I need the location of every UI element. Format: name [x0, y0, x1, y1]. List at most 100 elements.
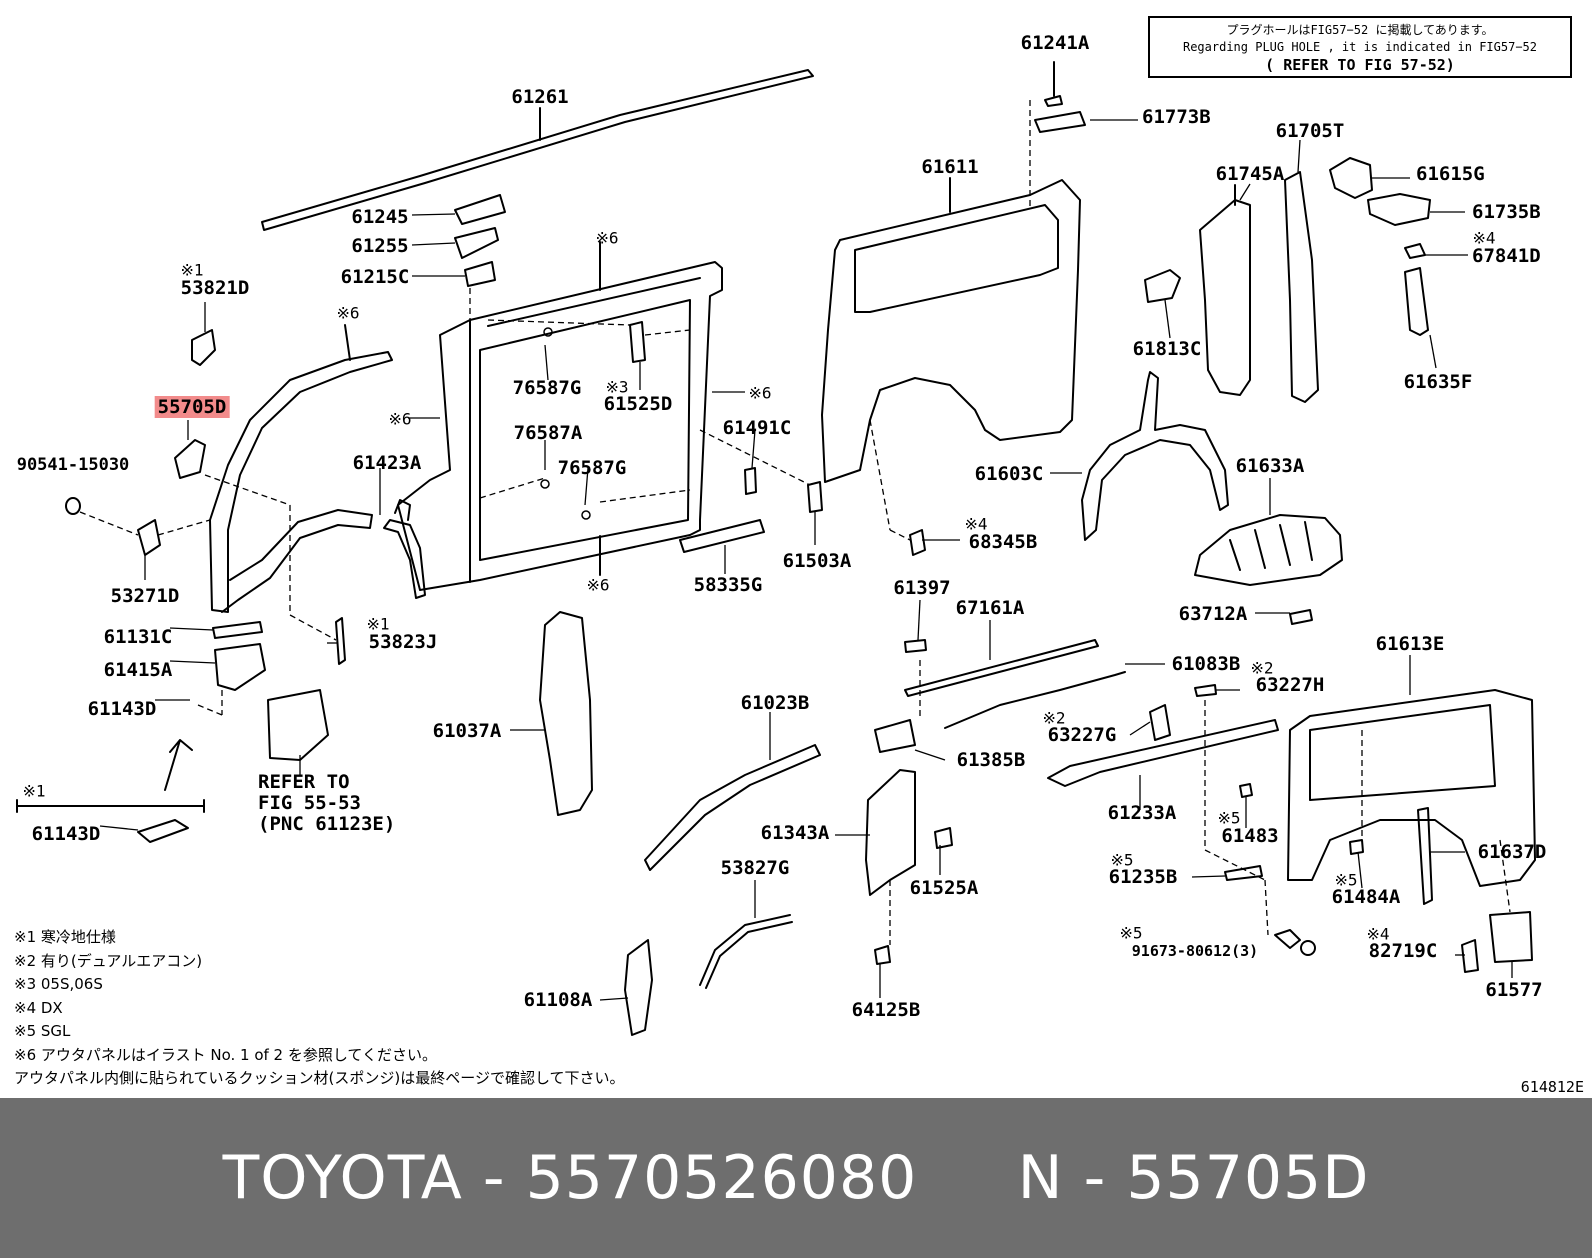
mark-1-53821d: ※1: [180, 260, 204, 280]
roof-rail-shape: [261, 69, 814, 231]
bracket-61235b-shape: [1224, 865, 1263, 881]
part-label-61491c[interactable]: 61491C: [722, 417, 792, 439]
legend-line-6: ※6 アウタパネルはイラスト No. 1 of 2 を参照してください。: [14, 1045, 437, 1064]
part-label-61397[interactable]: 61397: [893, 577, 951, 599]
center-pillar-shape: [539, 611, 593, 816]
part-label-61215c[interactable]: 61215C: [340, 266, 410, 288]
part-label-76587g-2[interactable]: 76587G: [557, 457, 627, 479]
part-label-61525a[interactable]: 61525A: [909, 877, 979, 899]
part-label-61037a[interactable]: 61037A: [432, 720, 502, 742]
cover-61577-shape: [1489, 911, 1533, 963]
part-label-61633a[interactable]: 61633A: [1235, 455, 1305, 477]
part-label-53271d[interactable]: 53271D: [110, 585, 180, 607]
part-label-61255[interactable]: 61255: [351, 235, 409, 257]
part-label-61233a[interactable]: 61233A: [1107, 802, 1177, 824]
inner-wheelhouse-shape: [1081, 371, 1229, 541]
bracket-61385b-shape: [874, 719, 916, 753]
bracket-61484a-shape: [1349, 839, 1364, 855]
part-label-61603c[interactable]: 61603C: [974, 463, 1044, 485]
part-label-61615g[interactable]: 61615G: [1416, 163, 1485, 185]
legend-line-7: アウタパネル内側に貼られているクッション材(スポンジ)は最終ページで確認して下さ…: [14, 1069, 625, 1087]
screw-91673-shape: [1274, 929, 1301, 949]
part-label-61415a[interactable]: 61415A: [103, 659, 173, 681]
part-label-63227h[interactable]: 63227H: [1255, 674, 1325, 696]
part-label-67161a[interactable]: 67161A: [955, 597, 1025, 619]
part-label-61235b[interactable]: 61235B: [1108, 866, 1178, 888]
part-label-53821d[interactable]: 53821D: [180, 277, 250, 299]
legend-line-4: ※4 DX: [14, 998, 63, 1017]
molding-53827g-edge-shape: [705, 921, 793, 989]
part-label-61735b[interactable]: 61735B: [1472, 201, 1541, 223]
mark-2-63227g: ※2: [1042, 708, 1066, 728]
part-label-67841d[interactable]: 67841D: [1472, 245, 1541, 267]
part-label-61343a[interactable]: 61343A: [760, 822, 830, 844]
bracket-61525d-shape: [629, 321, 646, 363]
legend-line-3: ※3 05S,06S: [14, 975, 103, 993]
part-label-61108a[interactable]: 61108A: [523, 989, 593, 1011]
part-label-61637d[interactable]: 61637D: [1477, 841, 1547, 863]
rear-inner-panel-shape: [1287, 689, 1536, 887]
mark-6-front-pillar: ※6: [336, 303, 360, 323]
front-lower-bracket-shape: [624, 939, 653, 1036]
mark-5-61484a: ※5: [1334, 870, 1358, 890]
direction-arrow-shape: [164, 739, 193, 791]
mark-1-61143d: ※1: [22, 781, 46, 801]
part-label-76587a[interactable]: 76587A: [513, 422, 583, 444]
part-label-91673-80612[interactable]: 91673-80612(3): [1131, 942, 1259, 960]
part-label-61611[interactable]: 61611: [921, 156, 979, 178]
part-label-63227g[interactable]: 63227G: [1047, 724, 1117, 746]
bracket-61503a-shape: [807, 481, 823, 513]
part-label-82719c[interactable]: 82719C: [1368, 940, 1438, 962]
part-label-76587g-1[interactable]: 76587G: [512, 377, 582, 399]
center-side-frame-shape: [397, 241, 723, 591]
rocker-inner-shape: [644, 744, 821, 871]
bracket-61143d-bottom-shape: [137, 819, 189, 843]
plug-68345b-shape: [909, 529, 926, 556]
part-label-58335g[interactable]: 58335G: [693, 574, 763, 596]
part-label-61143d-top[interactable]: 61143D: [87, 698, 157, 720]
plug-82719c-shape: [1461, 939, 1479, 973]
part-label-61813c[interactable]: 61813C: [1132, 338, 1202, 360]
part-label-68345b[interactable]: 68345B: [968, 531, 1038, 553]
part-label-61131c[interactable]: 61131C: [103, 626, 173, 648]
part-label-90541-15030[interactable]: 90541-15030: [16, 455, 130, 475]
part-label-61635f[interactable]: 61635F: [1403, 371, 1473, 393]
mark-4-82719c: ※4: [1366, 924, 1390, 944]
part-label-61503a[interactable]: 61503A: [782, 550, 852, 572]
part-label-61261[interactable]: 61261: [511, 86, 569, 108]
part-label-64125b[interactable]: 64125B: [851, 999, 921, 1021]
part-label-61245[interactable]: 61245: [351, 206, 409, 228]
part-label-53823j[interactable]: 53823J: [368, 631, 438, 653]
bracket-61215c-shape: [464, 261, 496, 287]
part-label-53827g[interactable]: 53827G: [720, 857, 790, 879]
front-pillar-shape: [209, 324, 393, 613]
part-label-61773b[interactable]: 61773B: [1142, 106, 1211, 128]
mark-6-center-right: ※6: [748, 383, 772, 403]
part-label-63712a[interactable]: 63712A: [1178, 603, 1248, 625]
wheelhouse-cover-shape: [1194, 514, 1343, 586]
bolt-91673-shape: [1300, 940, 1316, 956]
part-label-61484a[interactable]: 61484A: [1331, 886, 1401, 908]
bracket-61255-shape: [454, 227, 499, 259]
part-label-61241a[interactable]: 61241A: [1020, 32, 1090, 54]
note-line-english: Regarding PLUG HOLE , it is indicated in…: [1182, 40, 1537, 54]
part-label-61577[interactable]: 61577: [1485, 979, 1543, 1001]
legend-line-2: ※2 有り(デュアルエアコン): [14, 951, 203, 970]
part-label-61143d-bottom[interactable]: 61143D: [31, 823, 101, 845]
rail-67161a-shape: [904, 639, 1099, 697]
part-label-61525d[interactable]: 61525D: [603, 393, 673, 415]
parts-diagram: プラグホールはFIG57−52 に掲載してあります。 Regarding PLU…: [14, 16, 1584, 1096]
part-label-61385b[interactable]: 61385B: [956, 749, 1026, 771]
part-label-61613e[interactable]: 61613E: [1375, 633, 1445, 655]
part-label-61745a[interactable]: 61745A: [1215, 163, 1285, 185]
part-label-61083b[interactable]: 61083B: [1171, 653, 1241, 675]
bracket-61525a-shape: [934, 827, 953, 849]
part-label-61483[interactable]: 61483: [1221, 825, 1279, 847]
part-label-61705t[interactable]: 61705T: [1275, 120, 1345, 142]
mark-4-67841d: ※4: [1472, 228, 1496, 248]
part-label-61023b[interactable]: 61023B: [740, 692, 810, 714]
rear-pillar-outer-shape: [1284, 171, 1319, 403]
part-label-61423a[interactable]: 61423A: [352, 452, 422, 474]
part-label-55705d-highlighted[interactable]: 55705D: [154, 396, 230, 418]
refer-line-1: REFER TO: [258, 771, 350, 793]
